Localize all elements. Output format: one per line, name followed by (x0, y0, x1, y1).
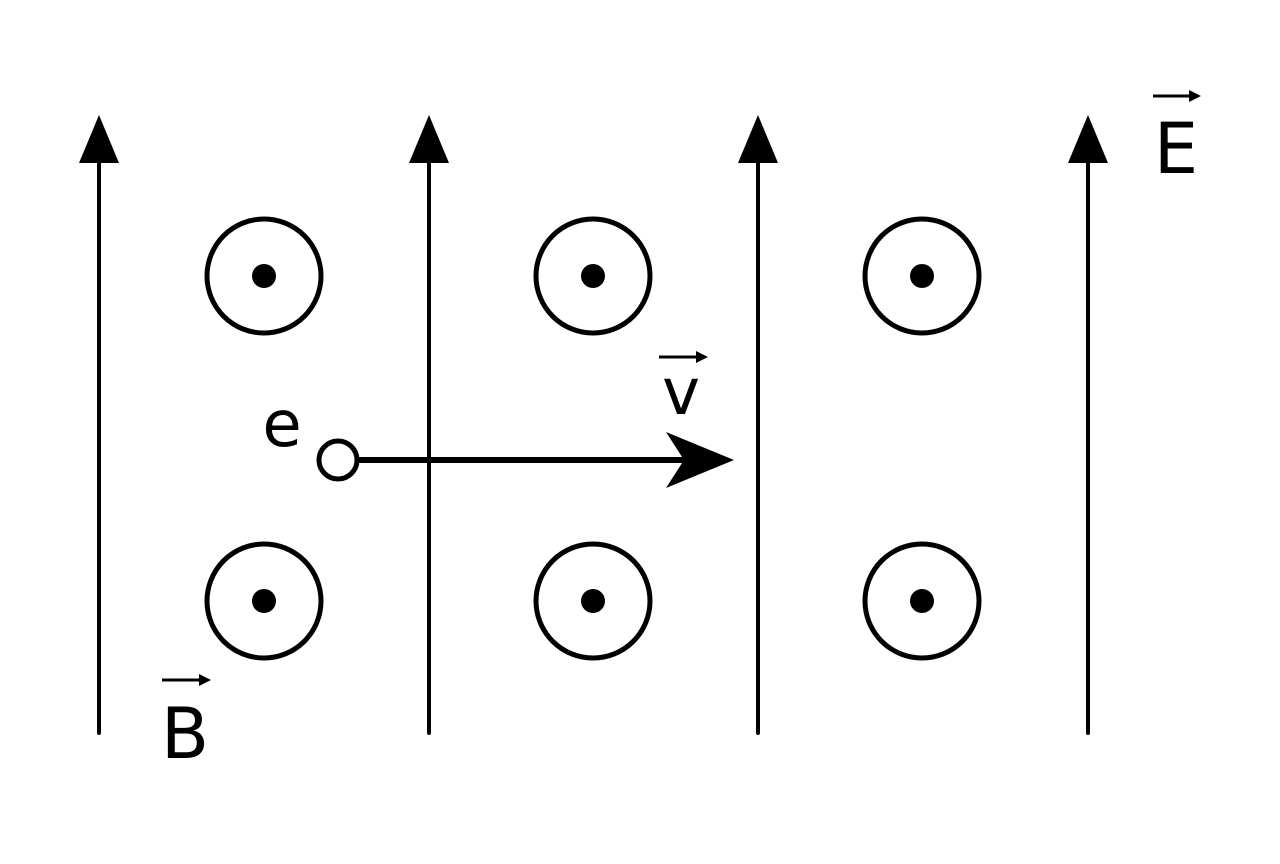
b-field-out-symbol (533, 541, 653, 661)
electron-label: e (262, 388, 301, 462)
e-field-arrowhead-1 (79, 115, 119, 163)
vector-arrow-icon (162, 674, 211, 686)
b-field-out-symbol (204, 216, 324, 336)
electric-field-label: E (1154, 108, 1198, 190)
velocity-vector (357, 432, 734, 488)
b-field-out-symbol (862, 216, 982, 336)
vector-arrow-icon (659, 351, 708, 363)
velocity-label-group: v (659, 351, 708, 430)
b-field-out-symbol (204, 541, 324, 661)
electric-field-lines (97, 148, 1090, 735)
b-field-out-symbol (533, 216, 653, 336)
b-field-out-symbol (862, 541, 982, 661)
e-field-arrowhead-2 (409, 115, 449, 163)
e-field-arrowhead-3 (738, 115, 778, 163)
velocity-arrowhead (666, 432, 734, 488)
vector-arrow-icon (1153, 90, 1201, 102)
e-field-arrowhead-4 (1068, 115, 1108, 163)
magnetic-field-label: B (161, 693, 209, 775)
magnetic-field-symbols (204, 216, 982, 661)
electron-particle (316, 438, 360, 482)
velocity-label: v (662, 356, 700, 430)
electric-field-arrowheads (79, 115, 1108, 163)
electric-field-label-group: E (1153, 90, 1201, 190)
magnetic-field-label-group: B (161, 674, 211, 775)
